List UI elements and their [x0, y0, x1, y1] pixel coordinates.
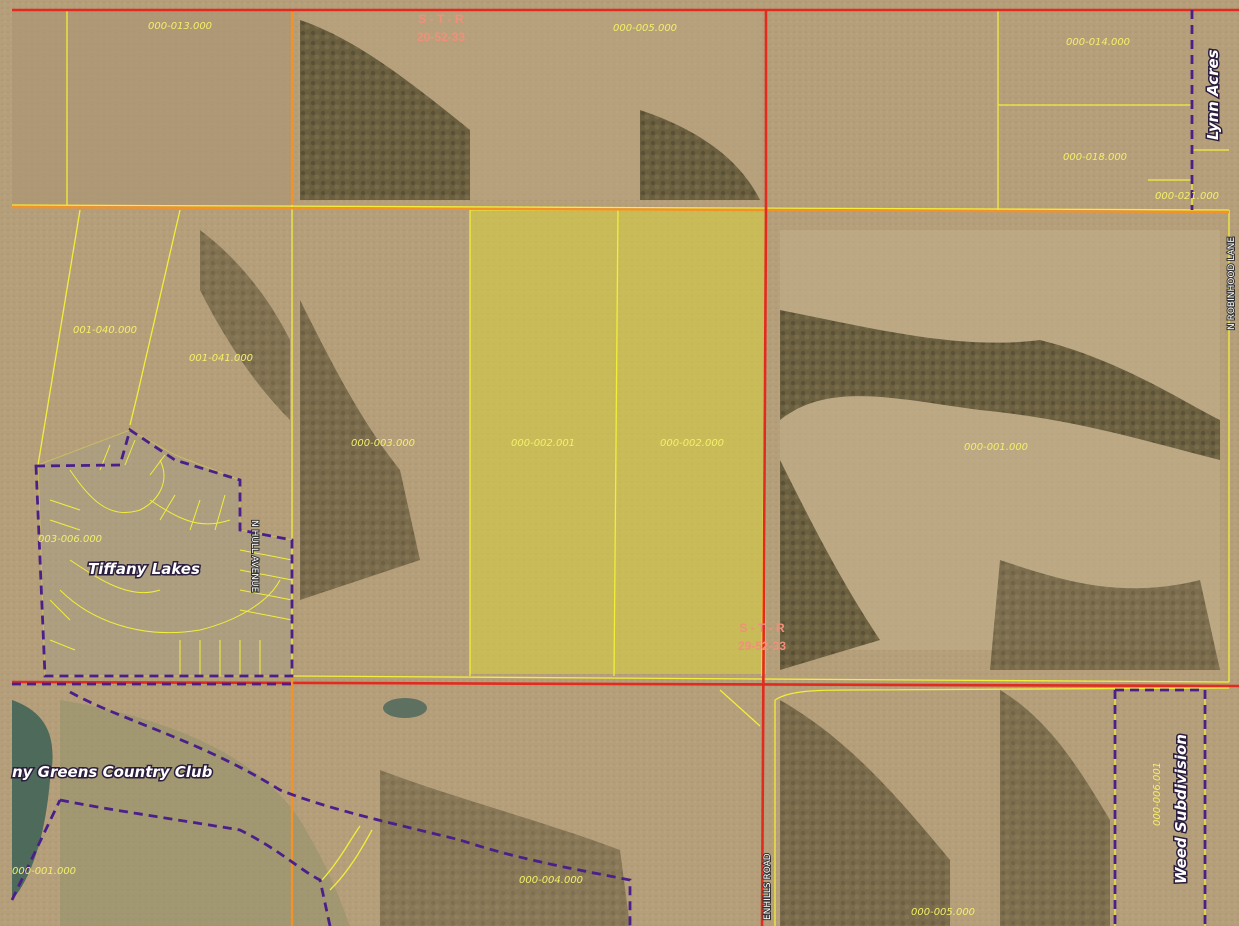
parcel-label-000-006-001[interactable]: 000-006.001	[1152, 762, 1163, 826]
road-labels: N HULL AVENUE N ROBINHOOD LANE ENHILLS R…	[248, 236, 1238, 921]
subdivision-labels: Tiffany Lakes Lynn Acres Weed Subdivisio…	[11, 48, 1224, 886]
highlight-parcel-000-002-001[interactable]	[470, 210, 618, 674]
lake	[12, 700, 53, 900]
parcel-label-000-002-000[interactable]: 000-002.000	[660, 438, 724, 449]
subdivision-boundaries	[10, 10, 1207, 926]
parcel-label-003-006[interactable]: 003-006.000	[38, 534, 102, 545]
parcel-label-000-014[interactable]: 000-014.000	[1066, 37, 1130, 48]
subdivision-label-country-club[interactable]: ny Greens Country Club	[11, 762, 215, 783]
pond	[383, 698, 427, 718]
road-label-hills-road: ENHILLS ROAD	[763, 853, 773, 920]
parcel-labels: 000-013.000 000-005.000 000-014.000 000-…	[12, 21, 1219, 918]
parcel-label-001-040[interactable]: 001-040.000	[73, 325, 137, 336]
parcel-label-000-001[interactable]: 000-001.000	[964, 442, 1028, 453]
parcel-label-000-004[interactable]: 000-004.000	[519, 875, 583, 886]
parcel-label-000-021[interactable]: 000-021.000	[1155, 191, 1219, 202]
str-labels: S - T - R 20-52-33 S - T - R 29-52-33	[417, 12, 786, 653]
golf-course-green	[60, 700, 350, 926]
parcel-label-000-002-001[interactable]: 000-002.001	[511, 438, 575, 449]
parcel-label-000-013[interactable]: 000-013.000	[148, 21, 212, 32]
str-label-south-line2: 29-52-33	[738, 639, 786, 653]
parcel-label-000-005-north[interactable]: 000-005.000	[613, 23, 677, 34]
subdivision-label-weed[interactable]: Weed Subdivision	[1171, 733, 1192, 886]
parcel-label-001-041[interactable]: 001-041.000	[189, 353, 253, 364]
section-lines	[11, 8, 1239, 926]
highlight-parcel-000-002-000[interactable]	[618, 210, 766, 674]
parcel-label-000-005-south[interactable]: 000-005.000	[911, 907, 975, 918]
str-label-north-line2: 20-52-33	[417, 30, 465, 44]
parcel-label-000-003[interactable]: 000-003.000	[351, 438, 415, 449]
parcel-label-000-001-west[interactable]: 000-001.000	[12, 866, 76, 877]
subdivision-label-lynn-acres[interactable]: Lynn Acres	[1203, 48, 1224, 142]
subdivision-label-tiffany-lakes[interactable]: Tiffany Lakes	[87, 559, 202, 580]
road-label-n-robinhood: N ROBINHOOD LANE	[1227, 237, 1237, 330]
field-upper-left	[12, 10, 292, 205]
woodland-areas	[200, 20, 1220, 926]
str-label-south-line1: S - T - R	[739, 621, 785, 635]
road-label-n-hull: N HULL AVENUE	[249, 520, 259, 593]
str-label-north-line1: S - T - R	[418, 12, 464, 26]
parcel-label-000-018[interactable]: 000-018.000	[1063, 152, 1127, 163]
